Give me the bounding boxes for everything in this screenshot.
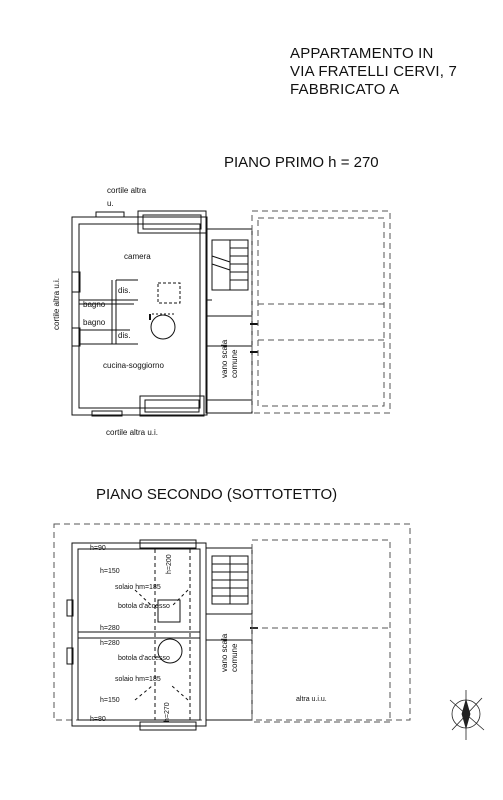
label-h80: h=80: [90, 716, 106, 723]
label-camera: camera: [124, 252, 151, 261]
label-cucina-soggiorno: cucina-soggiorno: [103, 361, 164, 370]
floor1-apartment-walls: [71, 210, 208, 417]
floor2-roof-outline: [53, 523, 411, 721]
label-comune-1: comune: [230, 349, 239, 378]
label-botola-bottom: botola d'accesso: [118, 655, 170, 662]
label-cortile-left: cortile altra u.i.: [52, 277, 61, 330]
floor1-neighbour-unit: [251, 210, 391, 414]
north-arrow-icon: [449, 690, 485, 740]
label-h280-top: h=280: [100, 625, 120, 632]
label-vano-scala-1: vano scala: [220, 339, 229, 378]
label-h270: h=270: [164, 702, 171, 722]
label-solaio-top: solaio hm=185: [115, 584, 161, 591]
header-line-2: VIA FRATELLI CERVI, 7: [290, 63, 458, 80]
label-botola-top: botola d'accesso: [118, 603, 170, 610]
header-line-1: APPARTAMENTO IN: [290, 45, 434, 62]
label-bagno-2: bagno: [83, 318, 106, 327]
label-h200: h=200: [166, 554, 173, 574]
label-h90: h=90: [90, 545, 106, 552]
label-comune-2: comune: [230, 643, 239, 672]
floor2-apartment-walls: [66, 539, 207, 731]
label-altra-uiu: altra u.i.u.: [296, 696, 327, 703]
label-bagno-1: bagno: [83, 300, 106, 309]
floor1-stair-core: [205, 228, 258, 414]
label-vano-scala-2: vano scala: [220, 633, 229, 672]
label-cortile-top: cortile altra: [107, 186, 147, 195]
floor1-title: PIANO PRIMO h = 270: [224, 154, 379, 171]
label-solaio-bottom: solaio hm=185: [115, 676, 161, 683]
label-h150-bottom: h=150: [100, 697, 120, 704]
floor2-stair-core: [205, 547, 258, 721]
floor2-title: PIANO SECONDO (SOTTOTETTO): [96, 486, 338, 503]
label-h280-bottom: h=280: [100, 640, 120, 647]
floor2-neighbour-unit: [251, 539, 391, 723]
label-dis-2: dis.: [118, 331, 131, 340]
label-cortile-bottom: cortile altra u.i.: [106, 428, 159, 437]
label-h150-top: h=150: [100, 568, 120, 575]
label-dis-1: dis.: [118, 286, 131, 295]
header-line-3: FABBRICATO A: [290, 81, 400, 98]
label-cortile-top-2: u.: [107, 199, 114, 208]
